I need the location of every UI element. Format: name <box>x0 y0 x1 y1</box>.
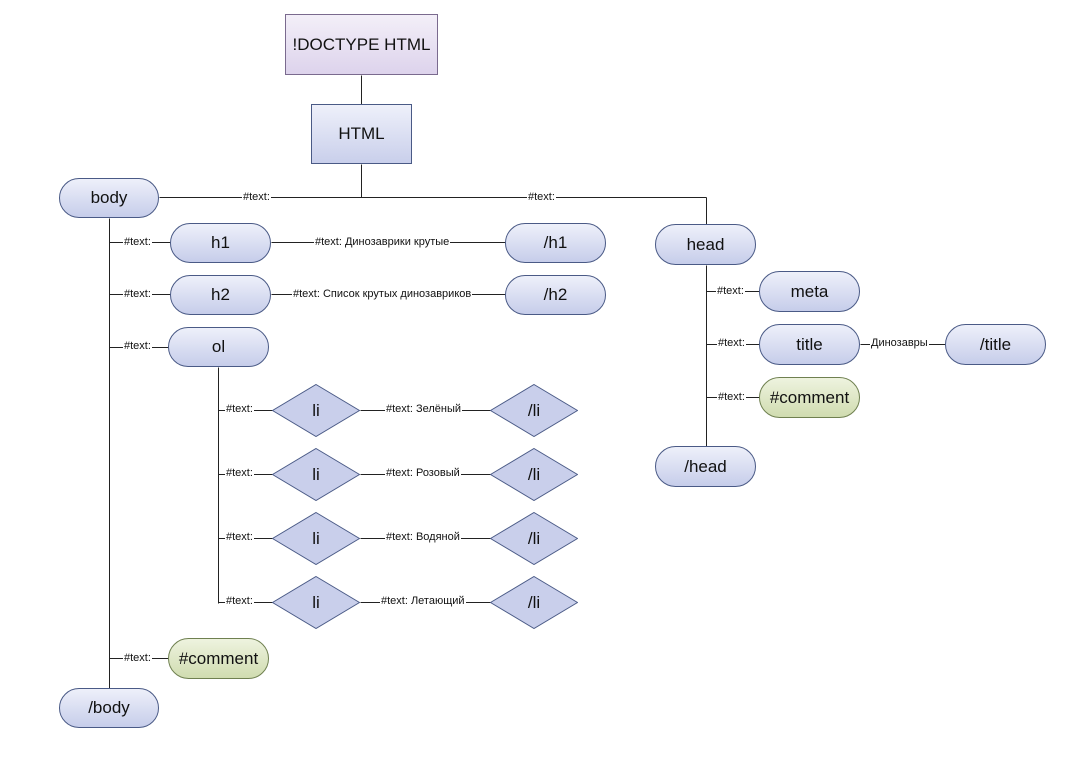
edge-label-ol-li-1: #text: <box>225 403 254 416</box>
node-li-4-end: /li <box>490 576 578 629</box>
edge-label-ol-li-2: #text: <box>225 467 254 480</box>
edge-label-head-meta: #text: <box>716 285 745 298</box>
edge-label-ol-li-3: #text: <box>225 531 254 544</box>
node-li-4-label: li <box>312 592 320 612</box>
edge-label-ol-li-4: #text: <box>225 595 254 608</box>
node-li-2-end-label: /li <box>527 464 541 484</box>
edge-label-li-3-text: #text: Водяной <box>385 531 461 544</box>
node-li-3-end: /li <box>490 512 578 565</box>
node-li-2-label: li <box>312 464 320 484</box>
node-meta: meta <box>759 271 860 312</box>
edge-label-html-body: #text: <box>242 191 271 204</box>
edge-label-li-2-text: #text: Розовый <box>385 467 461 480</box>
node-li-1-end: /li <box>490 384 578 437</box>
node-li-4-end-label: /li <box>527 592 541 612</box>
node-li-3-end-label: /li <box>527 528 541 548</box>
edge-label-li-1-text: #text: Зелёный <box>385 403 463 416</box>
node-li-3-label: li <box>312 528 320 548</box>
node-li-1: li <box>272 384 360 437</box>
node-doctype: !DOCTYPE HTML <box>285 14 438 75</box>
edge-label-body-h2: #text: <box>123 288 152 301</box>
node-li-2: li <box>272 448 360 501</box>
node-head: head <box>655 224 756 265</box>
node-body-end: /body <box>59 688 159 728</box>
edge-label-li-4-text: #text: Летающий <box>380 595 466 608</box>
node-h2: h2 <box>170 275 271 315</box>
edge-label-head-comment: #text: <box>717 391 746 404</box>
node-head-end: /head <box>655 446 756 487</box>
node-li-4: li <box>272 576 360 629</box>
node-body-comment: #comment <box>168 638 269 679</box>
node-li-2-end: /li <box>490 448 578 501</box>
node-title-end: /title <box>945 324 1046 365</box>
edge-label-head-title: #text: <box>717 337 746 350</box>
node-ol: ol <box>168 327 269 367</box>
edge-label-body-comment: #text: <box>123 652 152 665</box>
node-head-comment: #comment <box>759 377 860 418</box>
edge-label-body-ol: #text: <box>123 340 152 353</box>
node-li-1-end-label: /li <box>527 400 541 420</box>
edge-label-h2-text: #text: Список крутых динозавриков <box>292 288 473 301</box>
node-h1-end: /h1 <box>505 223 606 263</box>
edge-label-h1-text: #text: Динозаврики крутые <box>314 236 451 249</box>
node-li-1-label: li <box>312 400 320 420</box>
node-title: title <box>759 324 860 365</box>
node-h2-end: /h2 <box>505 275 606 315</box>
edge-label-html-head: #text: <box>527 191 556 204</box>
edge-label-title-text: Динозавры <box>870 337 929 350</box>
node-body: body <box>59 178 159 218</box>
node-h1: h1 <box>170 223 271 263</box>
node-html: HTML <box>311 104 412 164</box>
node-li-3: li <box>272 512 360 565</box>
edge-label-body-h1: #text: <box>123 236 152 249</box>
